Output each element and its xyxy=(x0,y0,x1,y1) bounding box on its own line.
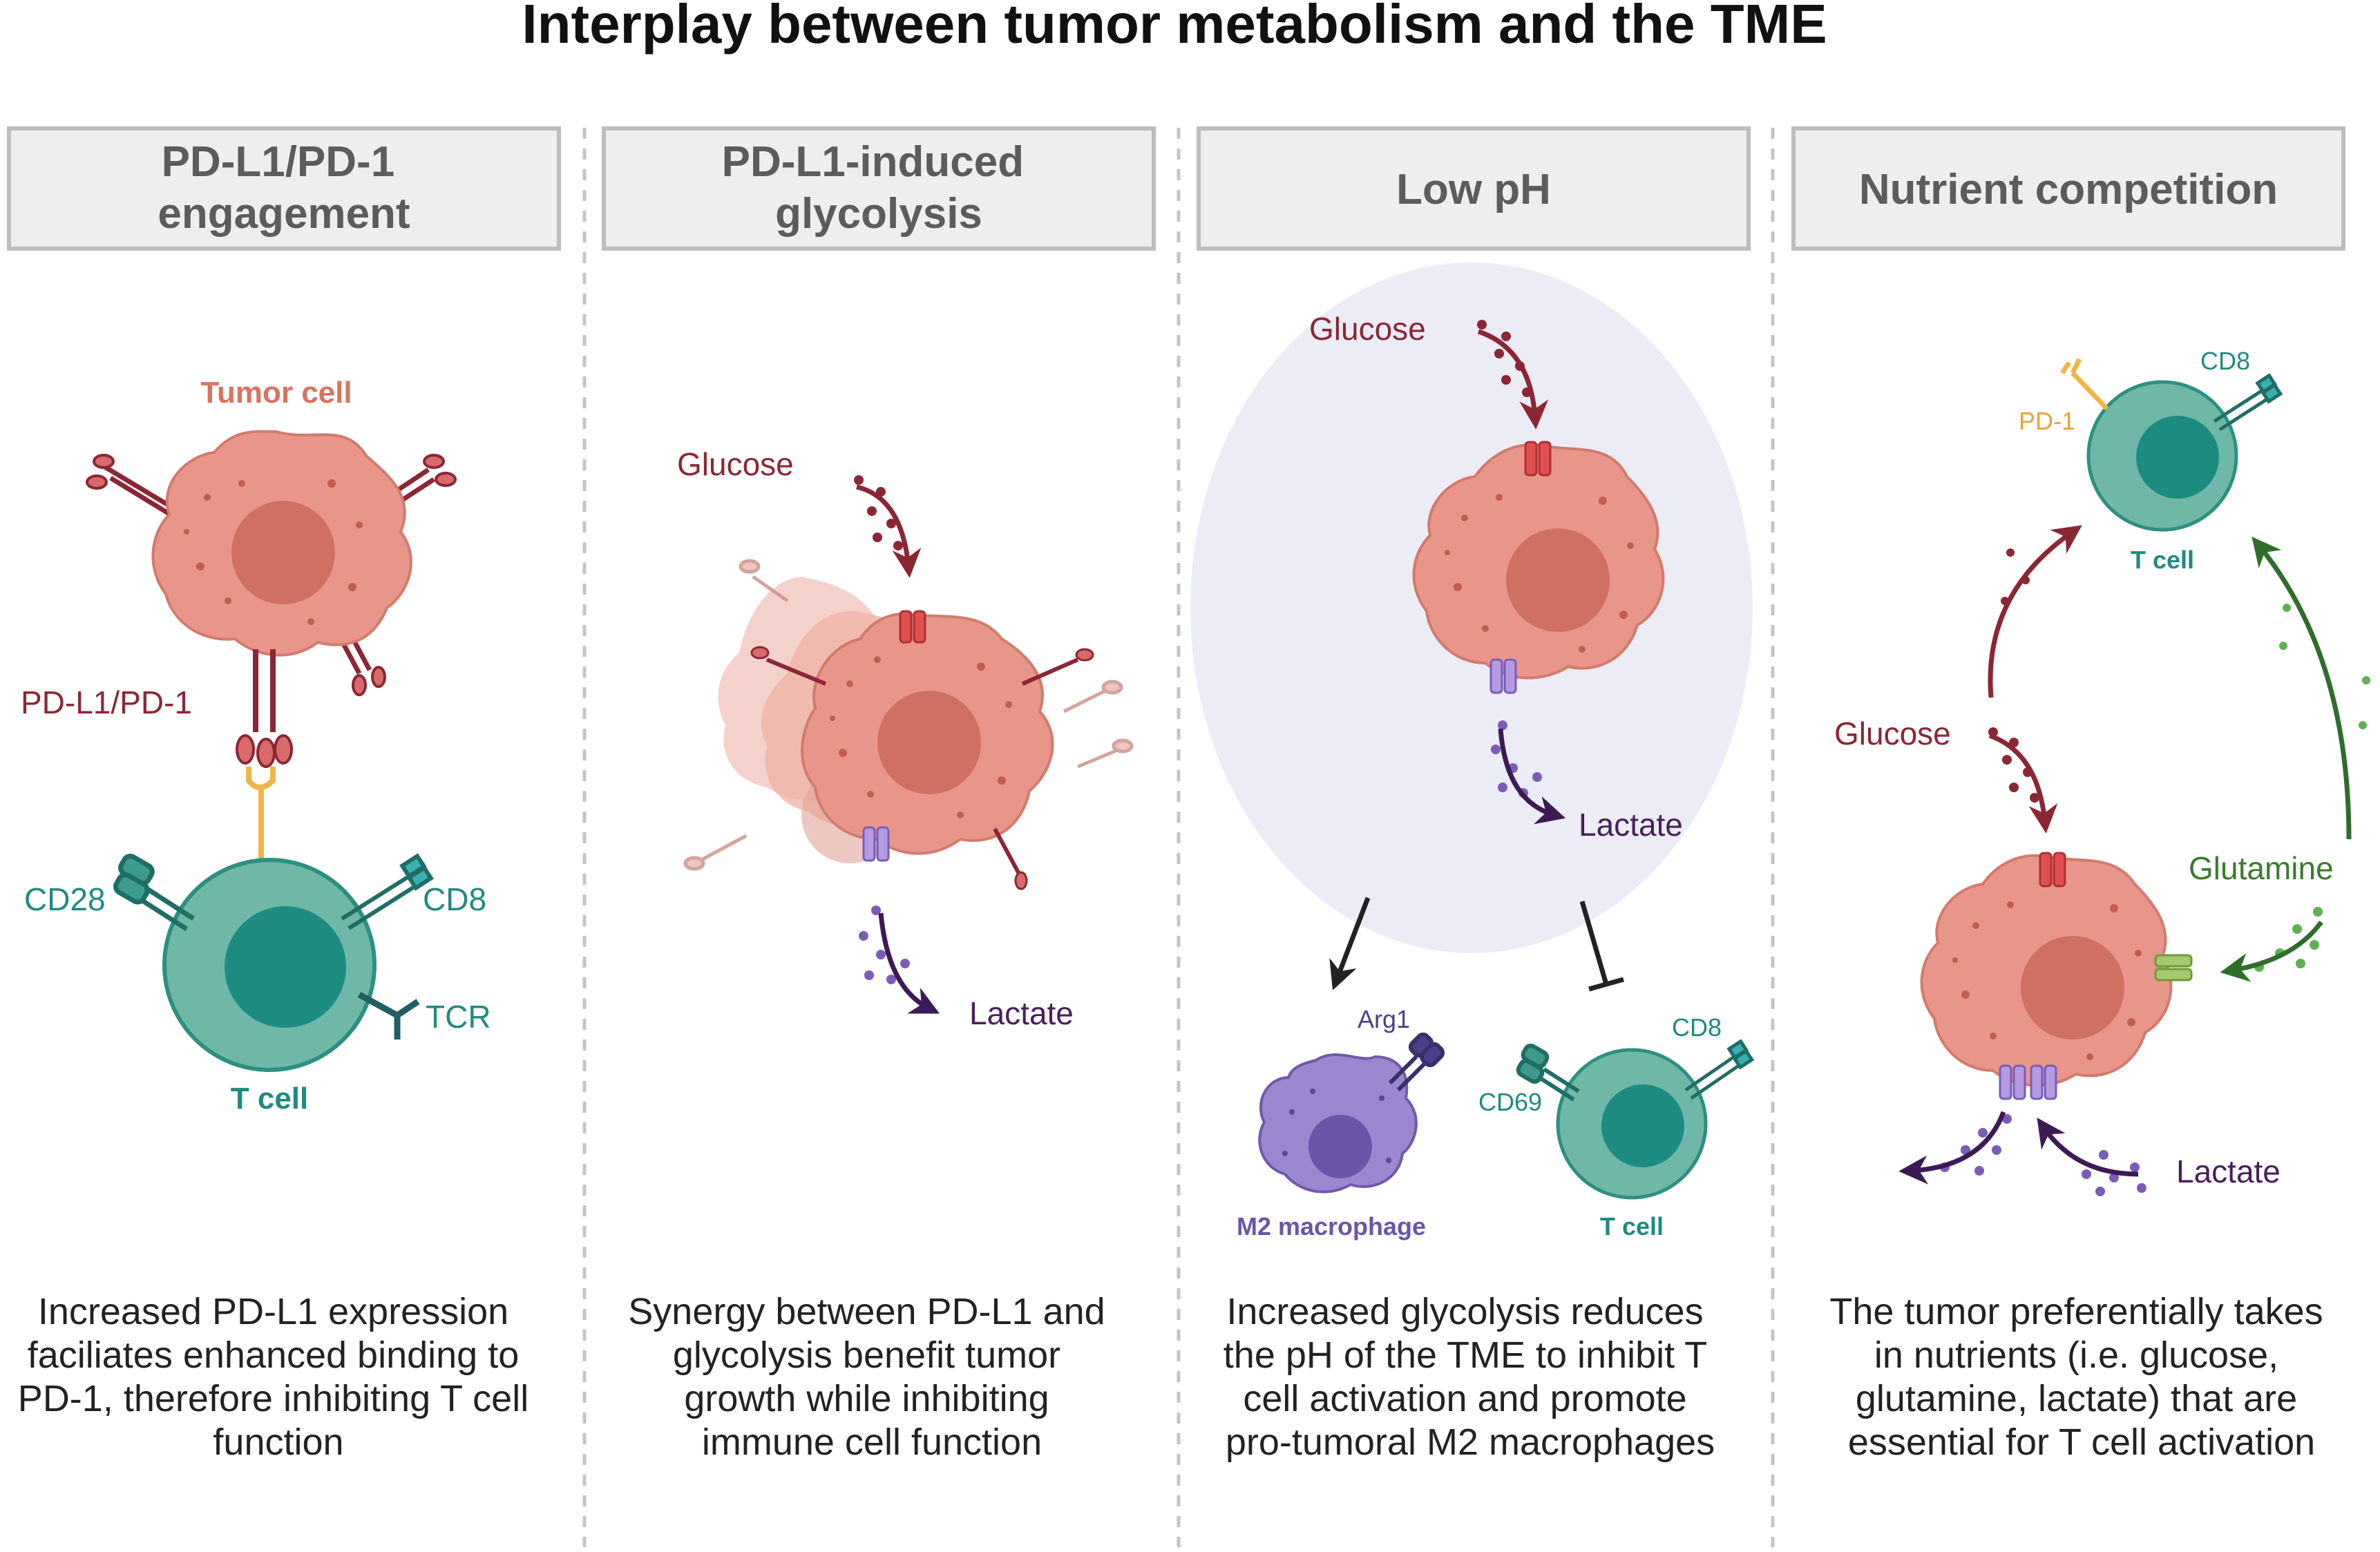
arg1-label: Arg1 xyxy=(1358,1005,1410,1033)
t-cell-label-4: T cell xyxy=(2131,546,2194,574)
lactate-in-arrow-icon xyxy=(2037,1118,2139,1177)
header-boxes xyxy=(7,126,2345,251)
cd8-receptor xyxy=(1684,1039,1755,1100)
tumor-cell-label: Tumor cell xyxy=(200,376,352,410)
lactate-label-3: Lactate xyxy=(1579,807,1683,843)
t-cell-label: T cell xyxy=(231,1082,309,1115)
lactate-arrow-icon xyxy=(1498,728,1566,825)
glucose-transporter-icon xyxy=(899,610,926,644)
tumor-cell-icon xyxy=(1920,854,2173,1087)
promote-arrow-icon xyxy=(1329,897,1371,990)
glucose-to-tcell-arrow-icon xyxy=(1988,525,2082,698)
cd69-label: CD69 xyxy=(1478,1088,1542,1116)
header-box-4 xyxy=(1791,126,2345,251)
glucose-label-2: Glucose xyxy=(677,446,794,482)
t-cell-icon xyxy=(1556,1048,1708,1200)
lactate-dots xyxy=(859,906,910,984)
panel1-caption: Increased PD-L1 expression faciliates en… xyxy=(18,1291,539,1463)
m2-macrophage-label: M2 macrophage xyxy=(1237,1212,1426,1240)
lactate-transporter-icon xyxy=(1489,658,1517,694)
cd8-label-3: CD8 xyxy=(1672,1013,1722,1042)
panel4-caption: The tumor preferentially takes in nutrie… xyxy=(1829,1291,2333,1463)
glucose-arrow-icon xyxy=(1477,329,1549,430)
panel-2: Glucose Lactate Synergy between PD-L1 an… xyxy=(628,446,1134,1463)
lactate-label-2: Lactate xyxy=(969,995,1074,1031)
column-dividers xyxy=(582,128,1775,1547)
panel-1: Tumor cell xyxy=(18,376,539,1463)
panel-3: Glucose Lactate xyxy=(1190,262,1755,1463)
cd8-label: CD8 xyxy=(423,881,486,917)
glucose-dots-arc xyxy=(2001,548,2030,605)
glucose-transporter-icon xyxy=(2039,852,2066,888)
inhibition-icon xyxy=(1579,901,1624,992)
glucose-label-3: Glucose xyxy=(1309,311,1426,347)
tcr-receptor xyxy=(357,992,420,1040)
glutamine-transporter-icon xyxy=(2154,954,2193,981)
glutamine-to-tcell-arrow-icon xyxy=(2252,536,2352,840)
header-box-3 xyxy=(1197,126,1751,251)
cd8-receptor xyxy=(341,853,434,930)
pdl1-pd1-label: PD-L1/PD-1 xyxy=(21,684,192,720)
glucose-arrow-icon xyxy=(1988,733,2058,834)
cd28-receptor xyxy=(113,854,195,931)
panel3-caption: Increased glycolysis reduces the pH of t… xyxy=(1224,1291,1717,1463)
glucose-transporter-icon xyxy=(1524,441,1552,477)
cd28-label: CD28 xyxy=(24,881,106,917)
cd8-label-4: CD8 xyxy=(2200,347,2250,375)
pd1-label: PD-1 xyxy=(2019,407,2075,435)
pdl1-receptors-2 xyxy=(750,646,1094,890)
panel-4: PD-1 CD8 T cell xyxy=(1829,347,2370,1463)
pdl1-pd1-binding xyxy=(236,649,293,860)
panel2-header: PD-L1-induced glycolysis xyxy=(722,138,1036,238)
glucose-label-4: Glucose xyxy=(1834,716,1951,751)
lactate-dots-in xyxy=(2082,1150,2146,1196)
lactate-arrow-icon xyxy=(878,912,940,1014)
tumor-cell-icon xyxy=(801,612,1054,855)
t-cell-icon xyxy=(2086,380,2238,532)
lactate-transporter-icon xyxy=(1999,1064,2057,1100)
lactate-label-4: Lactate xyxy=(2176,1153,2281,1189)
lactate-out-arrow-icon xyxy=(1898,1111,2006,1185)
glucose-arrow-icon xyxy=(856,484,922,578)
arg1-receptor xyxy=(1388,1032,1445,1092)
tcr-label: TCR xyxy=(426,999,491,1035)
panel2-caption: Synergy between PD-L1 and glycolysis ben… xyxy=(628,1291,1115,1463)
glutamine-label: Glutamine xyxy=(2189,850,2334,886)
glutamine-arrow-icon xyxy=(2220,920,2323,982)
t-cell-icon xyxy=(162,858,377,1072)
panel4-header: Nutrient competition xyxy=(1859,166,2278,213)
panel1-header: PD-L1/PD-1 engagement xyxy=(158,138,410,238)
panel3-header: Low pH xyxy=(1396,166,1551,213)
header-box-2 xyxy=(602,126,1156,251)
pd1-receptor xyxy=(2060,358,2109,411)
tumor-cell-icon xyxy=(1412,443,1665,680)
lactate-transporter-icon xyxy=(862,826,890,862)
t-cell-label-3: T cell xyxy=(1600,1212,1664,1240)
cd69-receptor xyxy=(1516,1043,1580,1102)
tumor-cell-icon xyxy=(151,430,412,657)
figure-title: Interplay between tumor metabolism and t… xyxy=(522,0,1827,55)
cd8-receptor xyxy=(2213,373,2283,432)
glutamine-dots-arc xyxy=(2279,604,2370,729)
header-box-1 xyxy=(7,126,561,251)
macrophage-icon xyxy=(1258,1053,1418,1194)
